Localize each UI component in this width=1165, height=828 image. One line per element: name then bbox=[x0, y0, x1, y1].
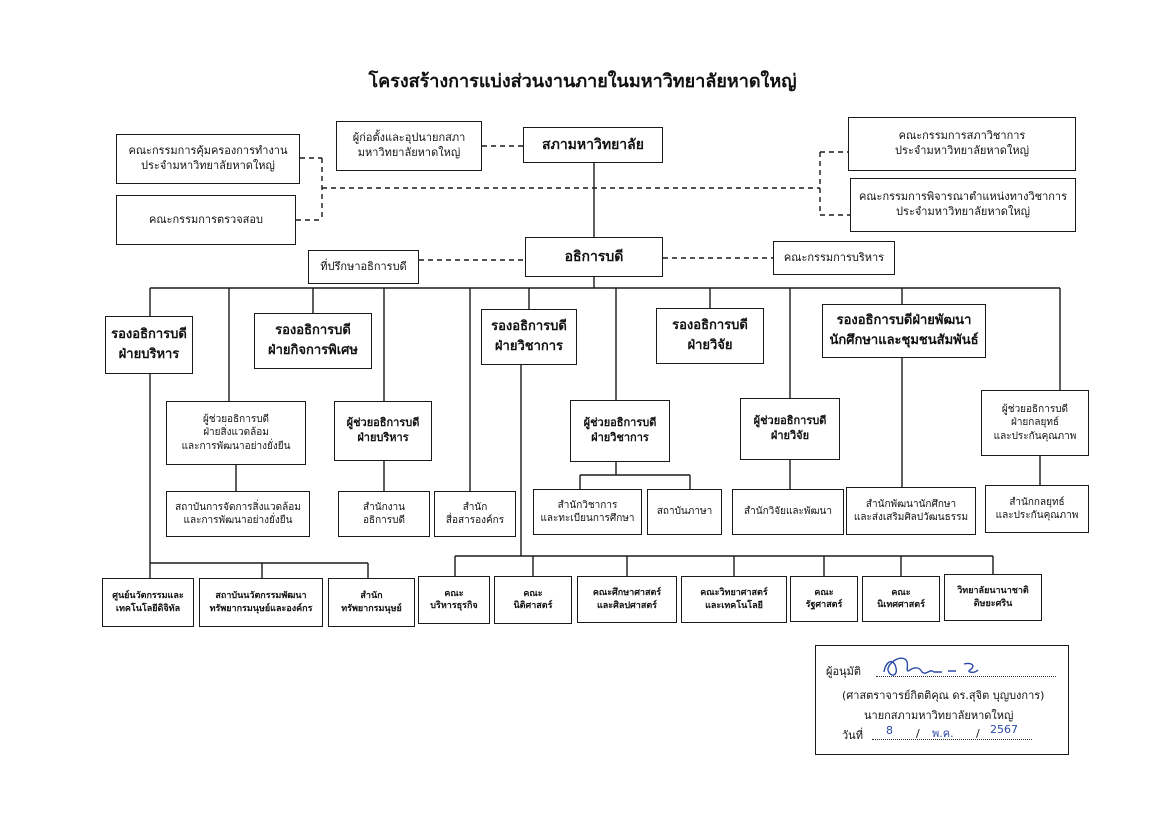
signature-mark bbox=[883, 657, 979, 676]
date-day: 8 bbox=[886, 724, 893, 737]
node-fac-business: คณะ บริหารธุรกิจ bbox=[418, 576, 490, 624]
approval-date-label: วันที่ bbox=[842, 729, 863, 742]
node-president: อธิการบดี bbox=[525, 237, 663, 277]
node-inst-env: สถาบันการจัดการสิ่งแวดล้อม และการพัฒนาอย… bbox=[166, 491, 310, 537]
date-sep-2: / bbox=[976, 727, 980, 740]
date-month: พ.ค. bbox=[932, 727, 954, 740]
approval-box: ผู้อนุมัติ (ศาสตราจารย์กิตติคุณ ดร.สุจิต… bbox=[815, 645, 1069, 755]
node-hr-inst: สถาบันนวัตกรรมพัฒนา ทรัพยากรมนุษย์และองค… bbox=[199, 578, 323, 627]
approval-position: นายกสภามหาวิทยาลัยหาดใหญ่ bbox=[864, 709, 1014, 722]
node-exec-committee: คณะกรรมการบริหาร bbox=[773, 241, 895, 275]
node-office-student: สำนักพัฒนานักศึกษา และส่งเสริมศิลปวัฒนธร… bbox=[846, 487, 976, 535]
node-office-president: สำนักงาน อธิการบดี bbox=[338, 491, 430, 537]
date-year: 2567 bbox=[990, 723, 1018, 736]
page-title: โครงสร้างการแบ่งส่วนงานภายในมหาวิทยาลัยห… bbox=[368, 71, 797, 92]
signature-line bbox=[876, 676, 1056, 677]
approval-signatory: (ศาสตราจารย์กิตติคุณ ดร.สุจิต บุญบงการ) bbox=[842, 689, 1045, 702]
node-fac-comm: คณะ นิเทศศาสตร์ bbox=[862, 576, 940, 622]
node-vp-academic: รองอธิการบดี ฝ่ายวิชาการ bbox=[481, 309, 577, 365]
node-vp-special: รองอธิการบดี ฝ่ายกิจการพิเศษ bbox=[254, 313, 372, 369]
node-advisor: ที่ปรึกษาอธิการบดี bbox=[308, 250, 419, 284]
node-position-committee: คณะกรรมการพิจารณาตำแหน่งทางวิชาการ ประจำ… bbox=[850, 178, 1076, 232]
node-academic-senate: คณะกรรมการสภาวิชาการ ประจำมหาวิทยาลัยหาด… bbox=[848, 117, 1076, 171]
node-inst-language: สถาบันภาษา bbox=[647, 489, 722, 535]
node-intl-college: วิทยาลัยนานาชาติ ดิษยะศริน bbox=[944, 574, 1042, 621]
node-office-comm: สำนัก สื่อสารองค์กร bbox=[434, 491, 516, 537]
node-ap-research: ผู้ช่วยอธิการบดี ฝ่ายวิจัย bbox=[740, 398, 840, 460]
node-founder: ผู้ก่อตั้งและอุปนายกสภา มหาวิทยาลัยหาดให… bbox=[336, 121, 482, 171]
node-office-research: สำนักวิจัยและพัฒนา bbox=[732, 489, 844, 535]
node-ops-committee: คณะกรรมการคุ้มครองการทำงาน ประจำมหาวิทยา… bbox=[116, 134, 300, 184]
approval-label: ผู้อนุมัติ bbox=[826, 665, 861, 678]
node-digital-center: ศูนย์นวัตกรรมและ เทคโนโลยีดิจิทัล bbox=[102, 578, 194, 627]
node-vp-student: รองอธิการบดีฝ่ายพัฒนา นักศึกษาและชุมชนสั… bbox=[822, 304, 986, 358]
node-hr-office: สำนัก ทรัพยากรมนุษย์ bbox=[328, 578, 415, 627]
node-fac-polsci: คณะ รัฐศาสตร์ bbox=[790, 576, 858, 622]
node-council: สภามหาวิทยาลัย bbox=[523, 127, 663, 163]
node-ap-env: ผู้ช่วยอธิการบดี ฝ่ายสิ่งแวดล้อม และการพ… bbox=[166, 401, 306, 465]
node-ap-strategy: ผู้ช่วยอธิการบดี ฝ่ายกลยุทธ์ และประกันคุ… bbox=[981, 390, 1089, 456]
node-fac-sci: คณะวิทยาศาสตร์ และเทคโนโลยี bbox=[681, 576, 787, 623]
node-office-academic: สำนักวิชาการ และทะเบียนการศึกษา bbox=[533, 489, 642, 535]
node-audit-committee: คณะกรรมการตรวจสอบ bbox=[116, 195, 296, 245]
node-ap-academic: ผู้ช่วยอธิการบดี ฝ่ายวิชาการ bbox=[570, 400, 670, 462]
node-office-strategy: สำนักกลยุทธ์ และประกันคุณภาพ bbox=[985, 485, 1089, 533]
date-line bbox=[872, 739, 1032, 740]
node-fac-edu: คณะศึกษาศาสตร์ และศิลปศาสตร์ bbox=[577, 576, 677, 623]
node-fac-law: คณะ นิติศาสตร์ bbox=[494, 576, 572, 624]
date-sep-1: / bbox=[916, 727, 920, 740]
node-ap-admin: ผู้ช่วยอธิการบดี ฝ่ายบริหาร bbox=[334, 401, 432, 461]
node-vp-research: รองอธิการบดี ฝ่ายวิจัย bbox=[656, 308, 764, 364]
node-vp-admin: รองอธิการบดี ฝ่ายบริหาร bbox=[105, 316, 193, 374]
